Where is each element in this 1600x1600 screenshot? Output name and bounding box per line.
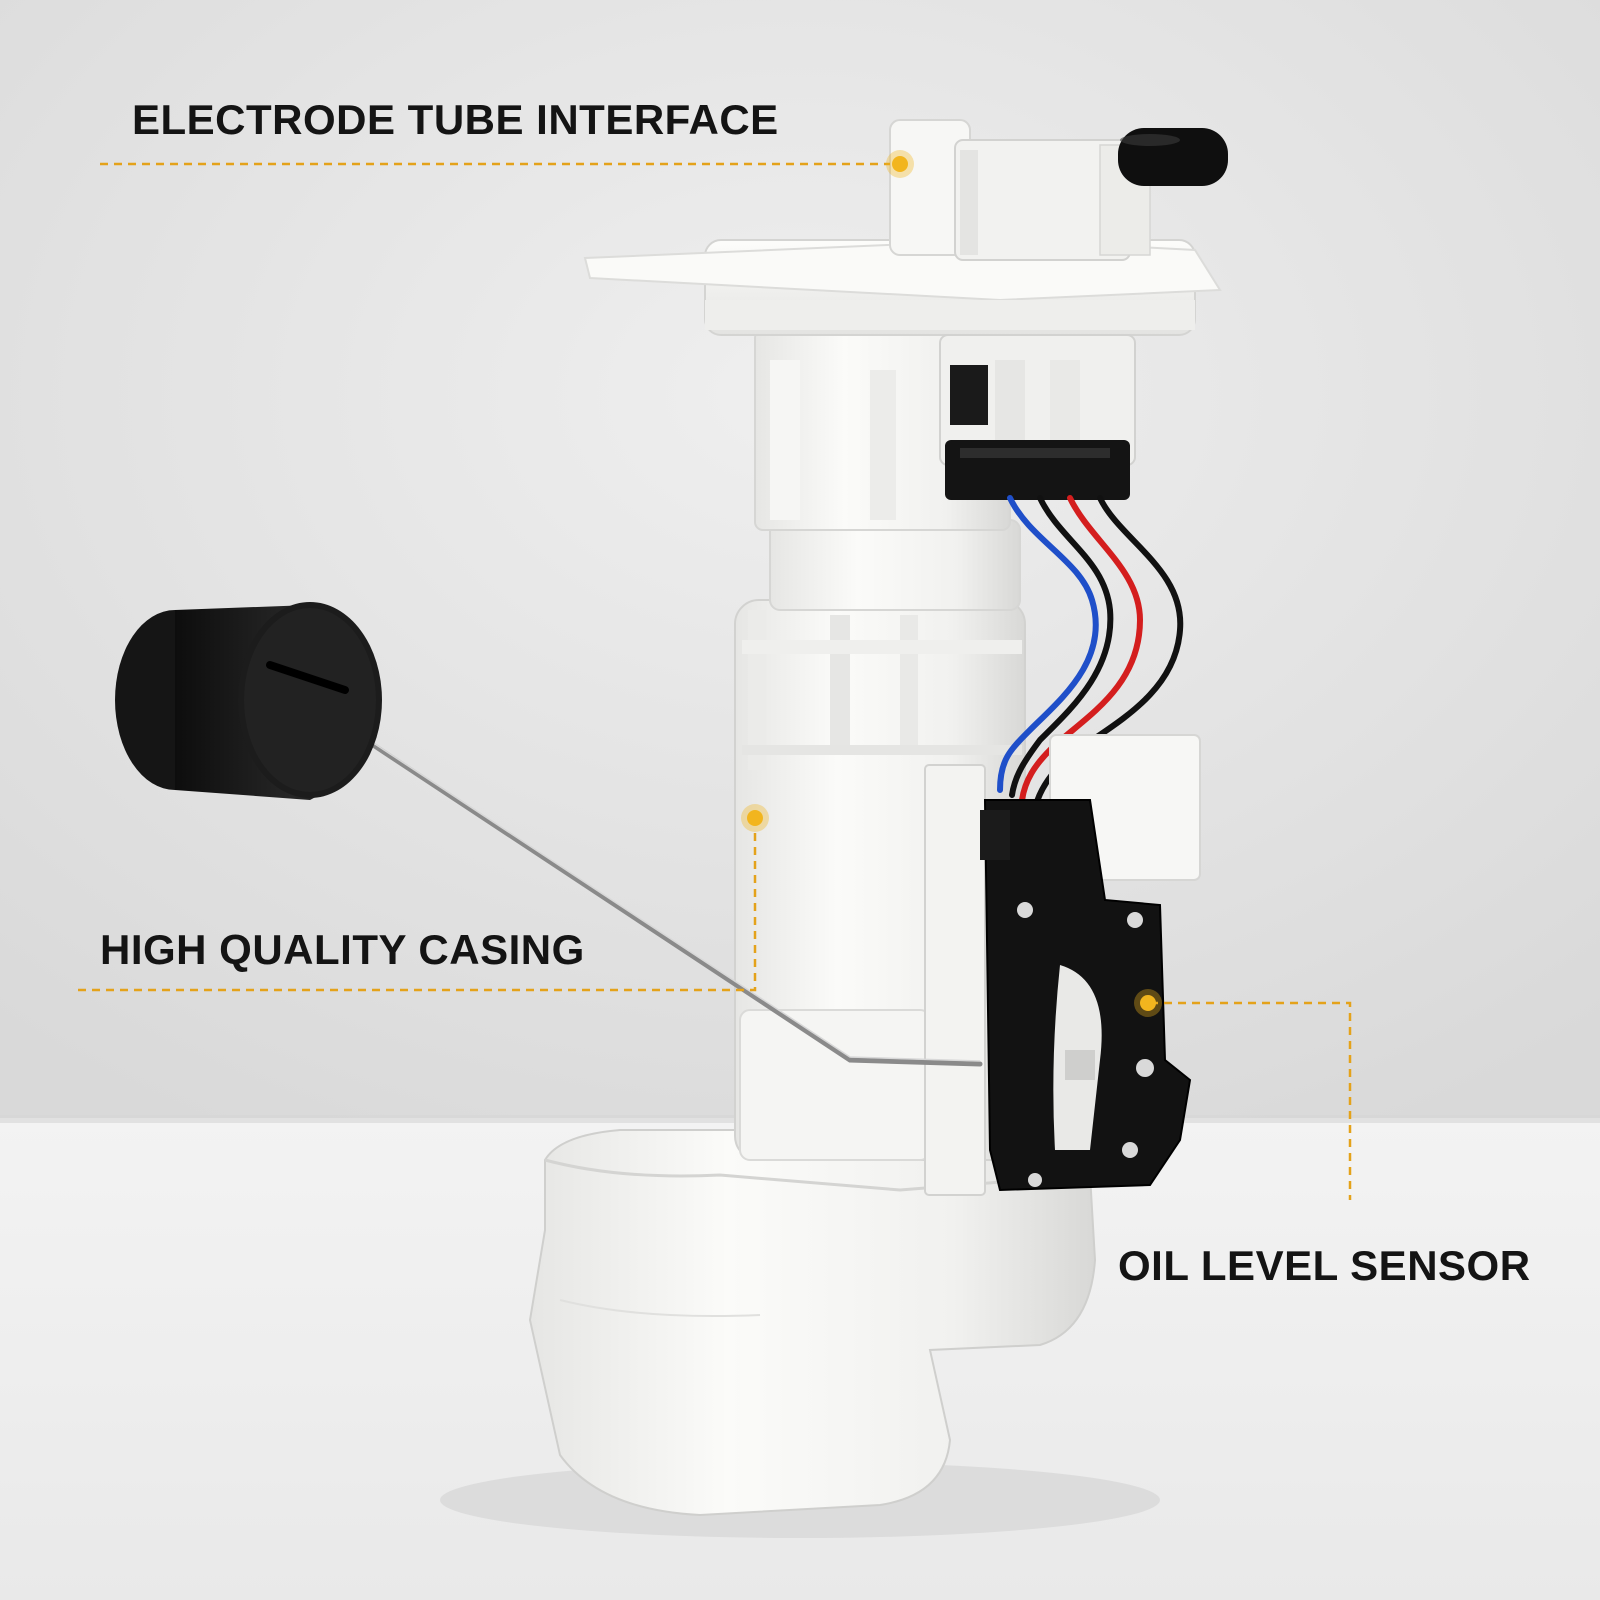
wire-connector — [939, 334, 1136, 500]
callout-markers — [741, 150, 1162, 1017]
callout-line-casing — [78, 830, 757, 992]
float-arm — [287, 687, 983, 1067]
callout-lines — [78, 162, 1352, 1200]
callout-line-sensor — [1150, 1001, 1352, 1200]
callout-high-quality-casing: HIGH QUALITY CASING — [100, 926, 585, 973]
wire-blue — [997, 495, 1099, 793]
callout-oil-level-sensor: OIL LEVEL SENSOR — [1118, 1242, 1531, 1289]
callout-electrode-tube-interface: ELECTRODE TUBE INTERFACE — [132, 96, 779, 143]
level-sensor-plate — [980, 799, 1192, 1192]
wire-red — [1019, 495, 1144, 803]
electrode-tube-connector — [889, 119, 1228, 261]
float — [115, 602, 382, 800]
wire-black-1 — [1009, 495, 1114, 798]
